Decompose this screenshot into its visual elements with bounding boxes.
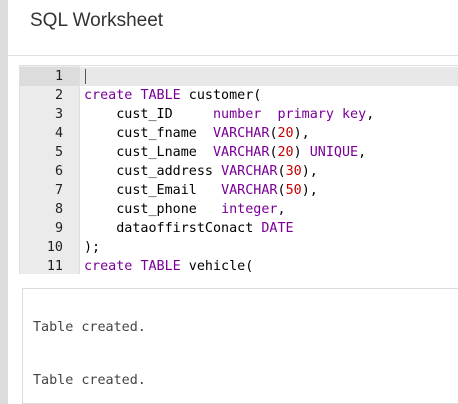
code-token: (	[269, 145, 278, 160]
line-number: 10	[46, 240, 63, 255]
code-line: cust_address VARCHAR(30),	[84, 162, 318, 181]
code-token-ty: VARCHAR	[213, 126, 270, 141]
worksheet-panel: SQL Worksheet create TABLE customer( cus…	[8, 0, 458, 404]
code-token: cust_Lname	[84, 145, 213, 160]
line-number: 1	[54, 69, 63, 84]
line-number: 6	[54, 164, 63, 179]
line-number: 2	[54, 88, 63, 103]
script-output-panel: Table created. Table created.	[22, 288, 458, 404]
code-token: ),	[293, 126, 310, 141]
code-token: (	[269, 126, 278, 141]
code-token	[261, 107, 277, 122]
worksheet-header: SQL Worksheet	[8, 0, 458, 56]
code-line: cust_fname VARCHAR(20),	[84, 124, 310, 143]
code-token-kw: key	[342, 107, 367, 122]
line-number: 7	[54, 183, 63, 198]
code-token-ty: DATE	[261, 221, 294, 236]
left-strip	[0, 0, 8, 404]
code-token: );	[84, 240, 101, 255]
code-token	[334, 107, 342, 122]
code-token-kw: create	[84, 259, 133, 274]
code-token-num: 30	[285, 164, 302, 179]
code-token-num: 50	[285, 183, 302, 198]
code-token: )	[293, 145, 310, 160]
code-token-ty: VARCHAR	[221, 164, 278, 179]
code-token: customer(	[180, 88, 262, 103]
code-token: cust_Email	[84, 183, 222, 198]
code-line: cust_Email VARCHAR(50),	[84, 181, 318, 200]
code-token-ty: VARCHAR	[213, 145, 270, 160]
output-message: Table created.	[33, 373, 146, 388]
code-token: ),	[301, 183, 318, 198]
code-token-ty: integer	[221, 202, 278, 217]
line-number: 3	[54, 107, 63, 122]
worksheet-title: SQL Worksheet	[30, 10, 164, 31]
code-area[interactable]: create TABLE customer( cust_ID number pr…	[80, 66, 458, 274]
code-token-kw: create	[84, 88, 133, 103]
code-token: cust_ID	[84, 107, 213, 122]
code-token: cust_fname	[84, 126, 213, 141]
output-message: Table created.	[33, 320, 146, 335]
line-number: 5	[54, 145, 63, 160]
text-cursor	[85, 69, 86, 84]
code-token: cust_phone	[84, 202, 222, 217]
code-token-kw: primary	[277, 107, 334, 122]
code-line: create TABLE vehicle(	[84, 257, 253, 274]
code-line: cust_ID number primary key,	[84, 105, 374, 124]
code-token-kw: UNIQUE	[309, 145, 359, 160]
code-token-ty: VARCHAR	[221, 183, 278, 198]
code-line: dataoffirstConact DATE	[84, 219, 294, 238]
code-token: ),	[301, 164, 318, 179]
line-number: 8	[54, 202, 63, 217]
code-token-num: 20	[277, 145, 294, 160]
code-token-num: 20	[277, 126, 294, 141]
code-token: ,	[277, 202, 286, 217]
active-line-highlight	[80, 67, 458, 86]
line-number: 4	[54, 126, 63, 141]
code-token: (	[277, 183, 286, 198]
code-token: ,	[358, 145, 367, 160]
line-number: 11	[46, 259, 63, 274]
code-line: );	[84, 238, 100, 257]
code-token: (	[277, 164, 286, 179]
line-number-gutter	[20, 66, 80, 274]
code-token: vehicle(	[180, 259, 254, 274]
code-line: create TABLE customer(	[84, 86, 261, 105]
active-line-gutter-highlight	[20, 67, 79, 86]
code-line: cust_phone integer,	[84, 200, 286, 219]
line-number: 9	[54, 221, 63, 236]
code-line: cust_Lname VARCHAR(20) UNIQUE,	[84, 143, 366, 162]
code-token-kw: TABLE	[140, 88, 181, 103]
code-token-kw: TABLE	[140, 259, 181, 274]
code-token: ,	[366, 107, 375, 122]
code-token: cust_address	[84, 164, 222, 179]
code-token-ty: number	[213, 107, 262, 122]
code-token: dataoffirstConact	[84, 221, 262, 236]
sql-code-editor[interactable]: create TABLE customer( cust_ID number pr…	[19, 65, 458, 274]
